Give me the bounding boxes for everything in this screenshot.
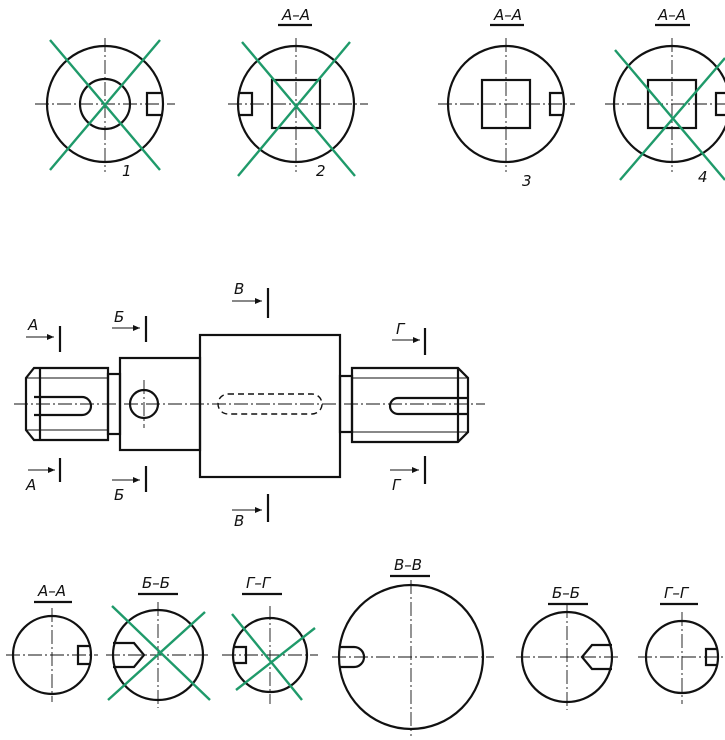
cut-label: Г [396, 320, 406, 338]
bottom-section-2: Б–Б [106, 574, 211, 708]
section-title: A–A [657, 6, 686, 24]
cross-out-mark [237, 41, 356, 177]
cut-marker-a: А А [25, 316, 62, 494]
section-title: Б–Б [142, 574, 170, 592]
bottom-section-5: Б–Б [516, 584, 618, 710]
section-title: Г–Г [664, 584, 690, 602]
shaft-view [14, 333, 485, 479]
section-title: Б–Б [552, 584, 580, 602]
section-number: 1 [122, 162, 132, 180]
section-title: В–В [394, 556, 422, 574]
bottom-section-6: Г–Г [638, 584, 725, 704]
cut-marker-v: В В [232, 280, 270, 530]
cut-label: Г [392, 476, 402, 494]
bottom-section-4: В–В [332, 556, 494, 736]
section-title: A–A [281, 6, 310, 24]
cut-label: В [234, 280, 244, 298]
top-section-3: A–A 3 [438, 6, 575, 190]
section-number: 3 [522, 172, 532, 190]
bottom-section-1: А–А [6, 582, 98, 702]
cut-marker-g: Г Г [390, 320, 427, 494]
top-section-4: A–A 4 [605, 6, 725, 186]
cut-label: А [27, 316, 38, 334]
top-section-2: A–A 2 [228, 6, 368, 180]
cut-label: А [25, 476, 36, 494]
cut-marker-b: Б Б [112, 308, 148, 504]
section-title: A–A [493, 6, 522, 24]
cut-label: Б [114, 486, 124, 504]
cross-out-mark [49, 39, 161, 171]
section-title: Г–Г [246, 574, 272, 592]
cross-out-mark [231, 613, 316, 701]
cross-out-mark [614, 49, 725, 181]
cross-out-mark [107, 605, 211, 701]
cut-label: В [234, 512, 244, 530]
bottom-section-3: Г–Г [222, 574, 318, 704]
cut-label: Б [114, 308, 124, 326]
section-number: 4 [698, 168, 708, 186]
section-number: 2 [316, 162, 326, 180]
section-title: А–А [37, 582, 66, 600]
top-section-1: 1 [35, 38, 175, 180]
